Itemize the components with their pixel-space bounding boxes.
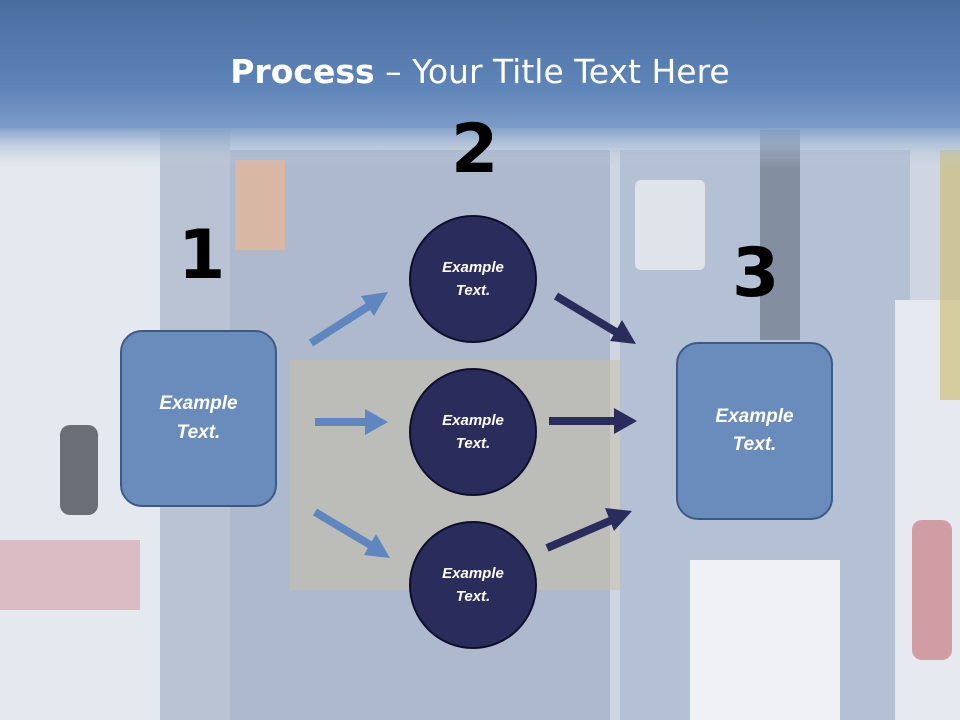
circle-2: Example Text. [409,368,537,496]
circle-2-label: Example Text. [442,411,504,452]
step-number-1: 1 [178,216,226,295]
right-box: Example Text. [676,342,833,520]
arrow-to-circle-1 [308,292,388,347]
circle-3: Example Text. [409,521,537,649]
arrow-to-circle-2 [315,409,388,435]
arrow-from-circle-1 [553,292,636,344]
step-number-3: 3 [732,234,780,313]
left-box: Example Text. [120,330,277,507]
circle-1: Example Text. [409,215,537,343]
circle-3-label: Example Text. [442,564,504,605]
arrow-to-circle-3 [312,508,390,558]
step-number-2: 2 [451,110,499,189]
right-box-label: Example Text. [715,405,794,456]
arrow-from-circle-2 [549,408,637,434]
slide-title: Process – Your Title Text Here [0,52,960,91]
circle-1-label: Example Text. [442,258,504,299]
arrow-from-circle-3 [545,508,632,552]
title-bold: Process [230,52,375,91]
title-rest: – Your Title Text Here [374,52,730,91]
left-box-label: Example Text. [159,393,238,443]
